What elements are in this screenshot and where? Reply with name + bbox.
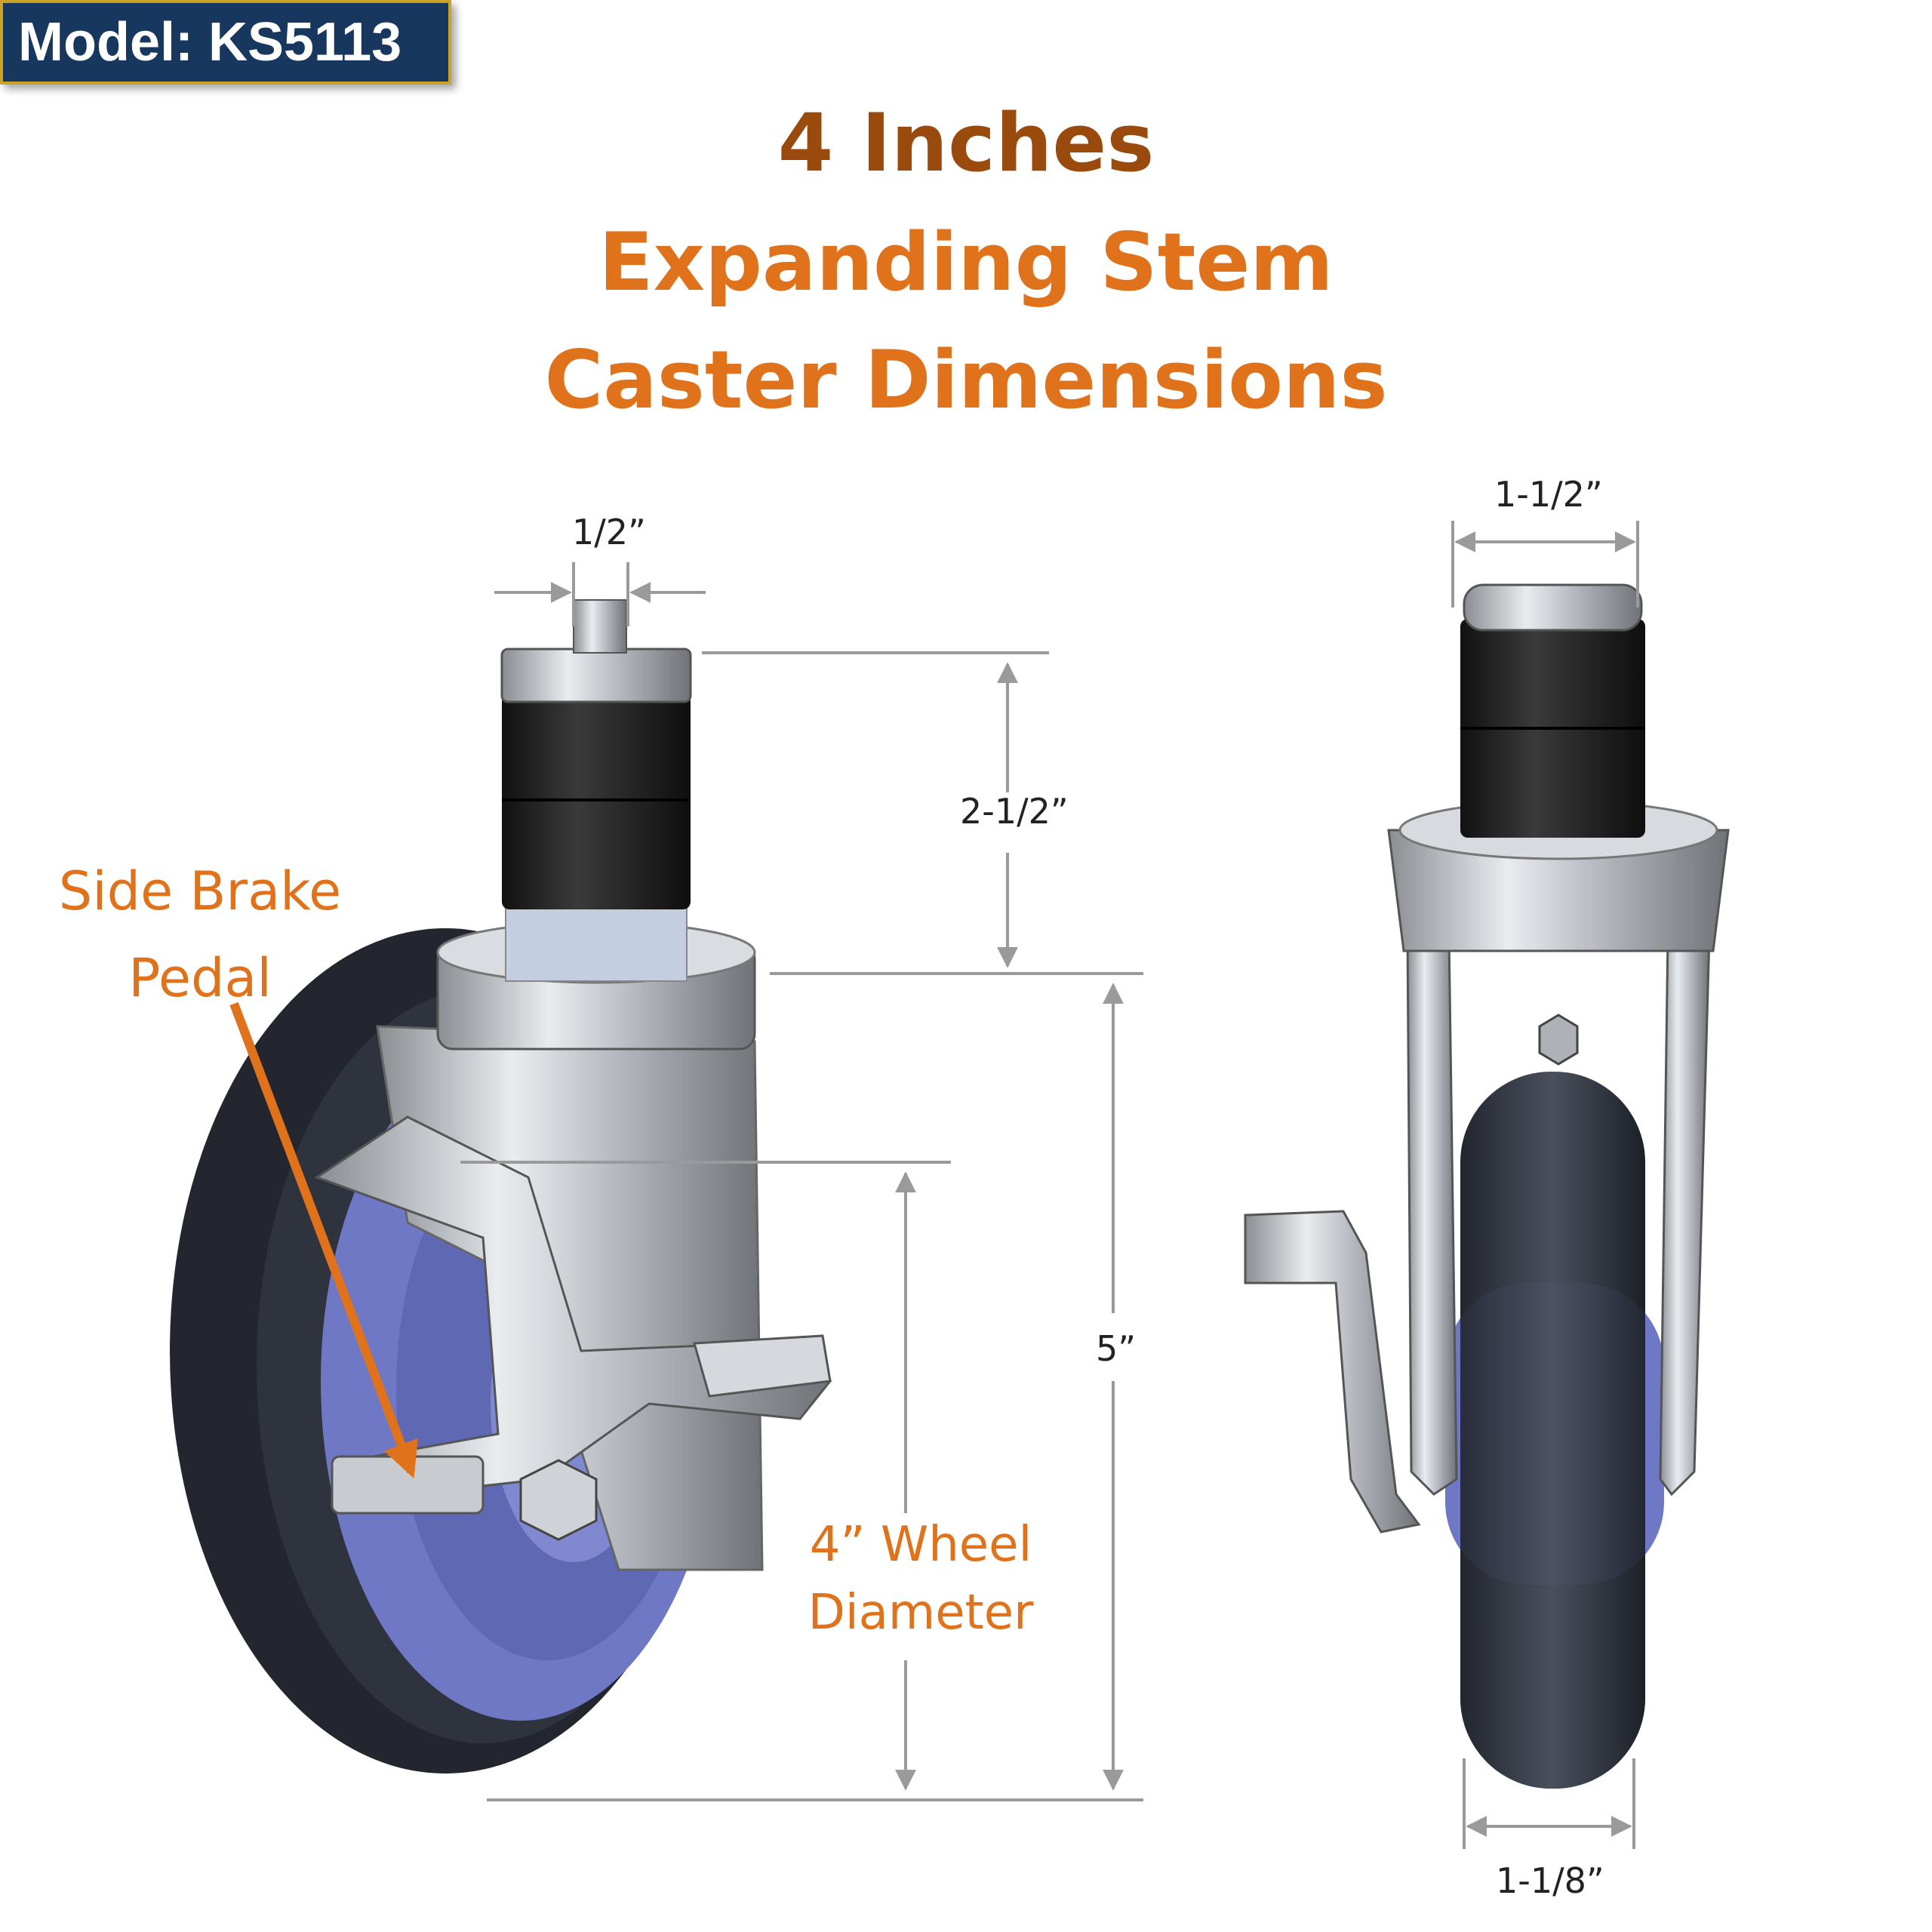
dim-stem-width-label: 1-1/2”	[1494, 474, 1603, 515]
title-line-1: 4 Inches	[777, 97, 1155, 189]
model-badge: Model: KS5113	[0, 0, 451, 85]
brake-callout-line2: Pedal	[128, 947, 272, 1009]
caster-front-view	[1244, 583, 1730, 1789]
dimension-lines	[460, 521, 1639, 1849]
dim-thread-label: 1/2”	[572, 512, 646, 552]
caster-side-view	[170, 599, 832, 1774]
dim-overall-label: 5”	[1096, 1328, 1137, 1369]
title-line-2: Expanding Stem	[598, 216, 1334, 309]
brake-lever-left	[314, 1115, 832, 1503]
title-line-3: Caster Dimensions	[544, 334, 1388, 426]
dim-wheel-width-label: 1-1/8”	[1496, 1860, 1604, 1901]
wheel-callout-line2: Diameter	[808, 1585, 1034, 1641]
dim-stem-label: 2-1/2”	[960, 791, 1069, 832]
wheel-callout-line1: 4” Wheel	[809, 1517, 1032, 1573]
brake-callout-line1: Side Brake	[58, 860, 342, 922]
brake-pointer-arrow	[229, 1001, 418, 1478]
